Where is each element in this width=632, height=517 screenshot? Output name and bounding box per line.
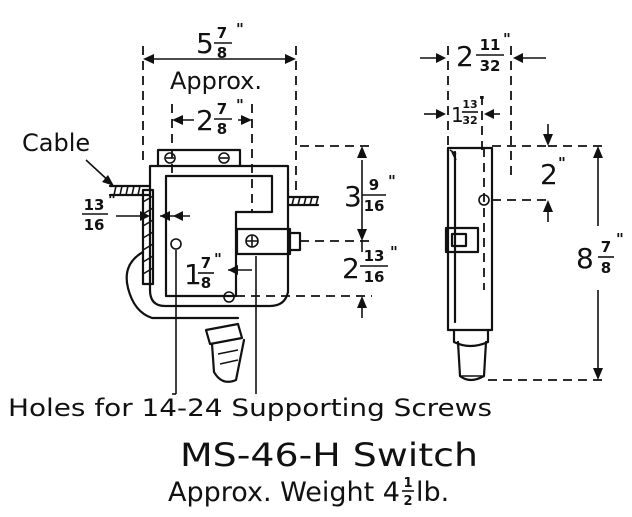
dim-lower-height: 2 13 16 "	[342, 243, 398, 286]
weight-frac-den: 2	[403, 494, 412, 509]
weight-frac-num: 1	[403, 476, 412, 491]
dim-lower-height-unit: "	[390, 243, 398, 261]
dim-side-depth-whole: 2	[456, 40, 474, 73]
holes-note: Holes for 14-24 Supporting Screws	[8, 394, 492, 422]
dim-side-depth-den: 32	[480, 57, 501, 75]
dim-side-offset-whole: 1	[451, 103, 464, 127]
dim-lower-height-den: 16	[364, 268, 385, 286]
dim-inner-width-num: 7	[217, 100, 227, 118]
dim-side-depth-unit: "	[503, 30, 511, 48]
dim-side-offset-unit: "	[479, 94, 485, 107]
cable-label: Cable	[22, 129, 90, 157]
dim-upper-height-den: 16	[364, 197, 385, 215]
dim-side-offset: 1 13 32 "	[451, 94, 485, 127]
dim-overall-height-num: 7	[601, 238, 611, 256]
dim-inner-width-unit: "	[236, 96, 244, 114]
dim-lower-offset-den: 8	[201, 274, 211, 292]
dim-upper-height-unit: "	[388, 172, 396, 190]
dim-side-hole: 2 "	[540, 154, 566, 191]
dim-overall-height: 8 7 8 "	[576, 230, 624, 277]
switch-title: MS-46-H Switch	[180, 436, 478, 474]
front-dimensions	[116, 46, 372, 318]
dim-lower-offset-whole: 1	[184, 258, 202, 291]
approx-label: Approx.	[170, 67, 262, 95]
dim-side-depth: 2 11 32 "	[456, 30, 511, 75]
dim-overall-width-den: 8	[217, 44, 227, 62]
dim-lower-height-num: 13	[364, 247, 385, 265]
dim-inner-width: 2 7 8 "	[196, 96, 244, 138]
weight-line: Approx. Weight 4 1 2 lb.	[168, 476, 449, 509]
dim-side-hole-whole: 2	[540, 158, 558, 191]
dim-cable-offset-unit: "	[108, 191, 116, 209]
dim-overall-width-num: 7	[217, 24, 227, 42]
dim-side-depth-num: 11	[480, 36, 501, 54]
dim-inner-width-whole: 2	[196, 104, 214, 137]
dim-inner-width-den: 8	[217, 120, 227, 138]
dim-lower-offset-unit: "	[214, 250, 222, 268]
side-dimensions	[420, 46, 608, 381]
dim-overall-height-den: 8	[601, 259, 611, 277]
front-view	[108, 148, 320, 395]
dim-upper-height: 3 9 16 "	[344, 172, 396, 215]
dim-side-offset-den: 32	[462, 114, 477, 127]
dim-upper-height-num: 9	[369, 176, 379, 194]
dim-cable-offset-den: 16	[84, 216, 105, 234]
dim-overall-width-unit: "	[236, 20, 244, 38]
dim-side-hole-unit: "	[558, 154, 566, 172]
side-view	[444, 145, 548, 382]
dim-overall-width-whole: 5	[196, 27, 214, 60]
dim-lower-height-whole: 2	[342, 252, 360, 285]
dim-cable-offset-num: 13	[84, 196, 105, 214]
dim-overall-height-unit: "	[616, 230, 624, 248]
dim-lower-offset: 1 7 8 "	[184, 250, 222, 292]
weight-unit: lb.	[416, 477, 449, 508]
dim-lower-offset-num: 7	[201, 254, 211, 272]
weight-prefix: Approx. Weight 4	[168, 477, 400, 508]
dim-upper-height-whole: 3	[344, 180, 362, 213]
dim-overall-width: 5 7 8 "	[196, 20, 244, 62]
dim-overall-height-whole: 8	[576, 242, 594, 275]
dim-side-offset-num: 13	[462, 98, 477, 111]
dim-cable-offset: 13 16 "	[82, 191, 116, 234]
